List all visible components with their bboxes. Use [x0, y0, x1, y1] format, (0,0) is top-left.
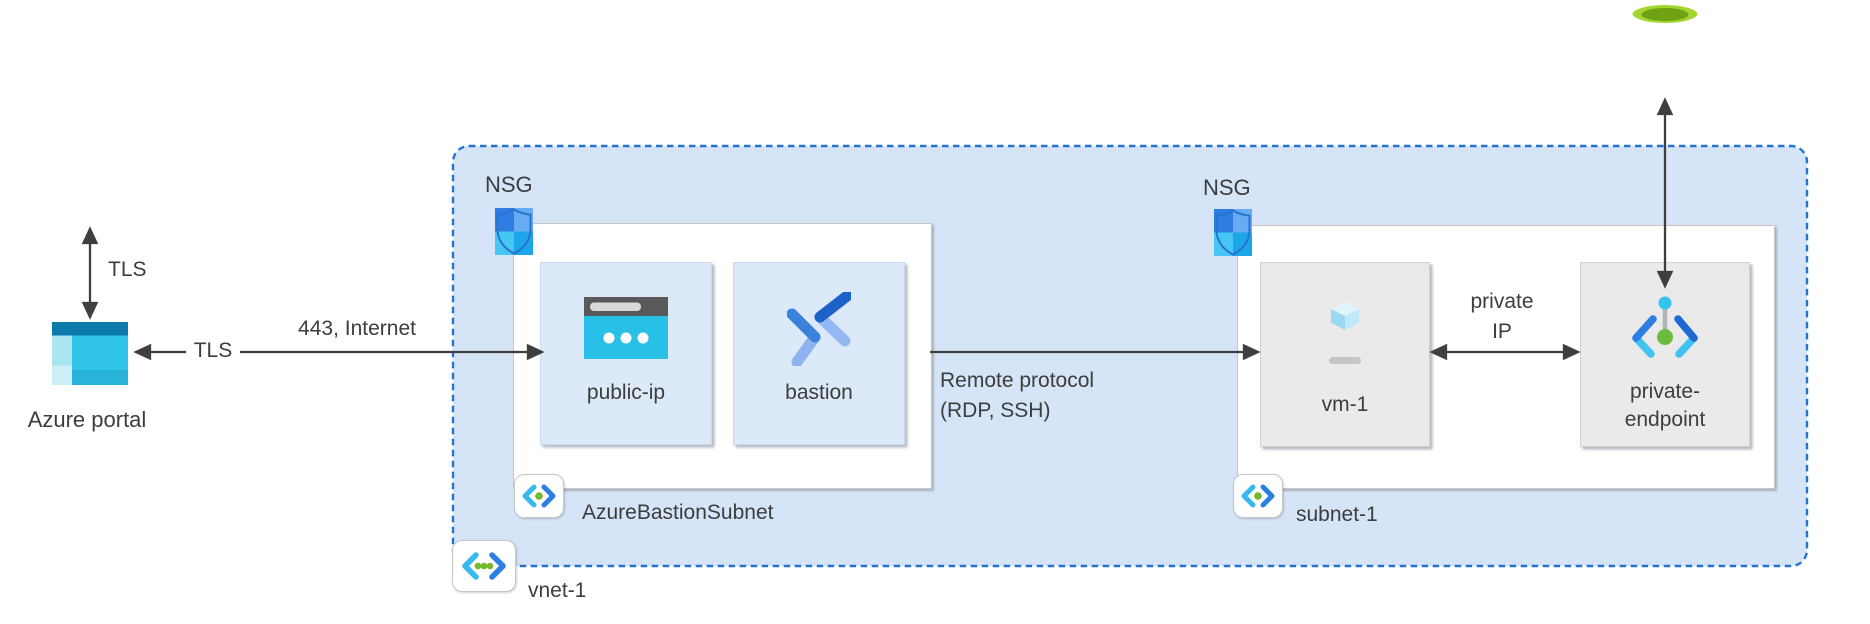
- bastion-label: bastion: [785, 381, 853, 404]
- private-endpoint-icon: [1632, 296, 1698, 358]
- private-endpoint-label-line1: private-: [1629, 380, 1701, 403]
- sql-database-icon: SQL: [1629, 2, 1701, 94]
- bastion-chevrons-icon: [787, 292, 851, 366]
- azure-portal-icon: [52, 322, 128, 385]
- subnet-icon: [1233, 474, 1283, 518]
- azure-portal-label: Azure portal: [27, 407, 147, 432]
- remote-protocol-line1: Remote protocol: [940, 369, 1095, 392]
- nsg-shield-icon: [1214, 209, 1252, 256]
- public-ip-label: public-ip: [586, 381, 666, 404]
- bastion-card: bastion: [733, 262, 905, 445]
- sql-label: SQL: [1634, 44, 1696, 77]
- nsg-label-subnet-1: NSG: [1203, 175, 1251, 200]
- private-ip-line2: IP: [1492, 320, 1512, 343]
- private-endpoint-label: private- endpoint: [1581, 378, 1749, 434]
- tls-user-portal-label: TLS: [108, 258, 147, 281]
- browser-icon: [584, 297, 668, 359]
- vnet-1-label: vnet-1: [528, 579, 587, 602]
- nsg-shield-icon: [495, 208, 533, 255]
- remote-protocol-label: Remote protocol (RDP, SSH): [940, 366, 1094, 426]
- internet-443-label: 443, Internet: [298, 317, 416, 340]
- tls-portal-label: TLS: [193, 339, 233, 362]
- private-endpoint-card: private- endpoint: [1580, 262, 1750, 447]
- remote-protocol-line2: (RDP, SSH): [940, 399, 1051, 422]
- public-ip-card: public-ip: [540, 262, 712, 445]
- azure-bastion-subnet-label: AzureBastionSubnet: [582, 501, 774, 524]
- person-icon: [61, 150, 118, 222]
- private-ip-line1: private: [1470, 290, 1534, 313]
- virtual-machine-icon: [1305, 289, 1385, 364]
- subnet-1-label: subnet-1: [1296, 503, 1378, 526]
- vm-1-card: vm-1: [1260, 262, 1430, 447]
- vnet-icon: [452, 540, 516, 592]
- nsg-label-bastion-subnet: NSG: [485, 172, 533, 197]
- vm-1-label: vm-1: [1321, 393, 1369, 416]
- subnet-icon: [514, 474, 564, 518]
- private-endpoint-label-line2: endpoint: [1624, 408, 1706, 431]
- private-ip-label: private IP: [1452, 287, 1552, 347]
